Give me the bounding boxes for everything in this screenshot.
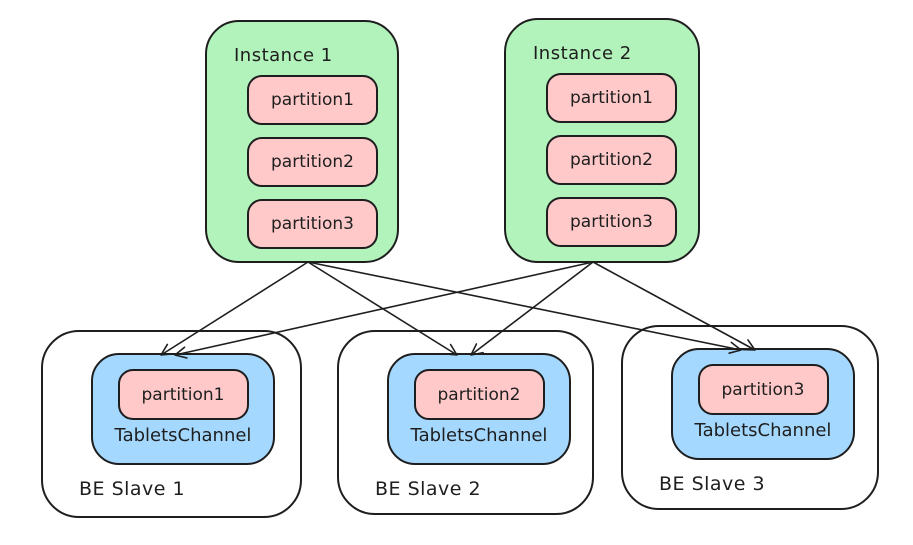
- instance-1: Instance 1 partition1 partition2 partiti…: [205, 20, 399, 263]
- instance-1-partition-3: partition3: [247, 199, 378, 249]
- be-slave-2-partition: partition2: [413, 369, 545, 420]
- partition-label: partition2: [437, 384, 521, 405]
- be-slave-label: BE Slave 2: [375, 478, 482, 500]
- tablets-channel: partition2 TabletsChannel: [387, 353, 571, 465]
- partition-label: partition1: [570, 88, 653, 108]
- partition-label: partition1: [271, 90, 354, 110]
- partition-label: partition3: [271, 214, 354, 234]
- tablets-channel-label: TabletsChannel: [410, 425, 548, 446]
- instance-2-partition-1: partition1: [546, 73, 677, 123]
- partition-label: partition3: [721, 379, 805, 400]
- tablets-channel: partition3 TabletsChannel: [671, 348, 855, 460]
- instance-2-partition-2: partition2: [546, 135, 677, 185]
- tablets-channel-label: TabletsChannel: [114, 425, 252, 446]
- be-slave-label: BE Slave 3: [659, 473, 766, 495]
- partition-label: partition2: [271, 152, 354, 172]
- be-slave-label: BE Slave 1: [79, 478, 186, 500]
- instance-2: Instance 2 partition1 partition2 partiti…: [504, 18, 700, 263]
- partition-label: partition1: [141, 384, 225, 405]
- instance-1-partition-1: partition1: [247, 75, 378, 125]
- be-slave-1: partition1 TabletsChannel BE Slave 1: [41, 330, 302, 518]
- instance-label: Instance 2: [533, 43, 632, 64]
- partition-label: partition2: [570, 150, 653, 170]
- tablets-channel: partition1 TabletsChannel: [91, 353, 275, 465]
- instance-1-partition-2: partition2: [247, 137, 378, 187]
- partition-label: partition3: [570, 212, 653, 232]
- be-slave-3-partition: partition3: [697, 364, 829, 415]
- instance-label: Instance 1: [234, 45, 333, 66]
- tablets-channel-label: TabletsChannel: [694, 420, 832, 441]
- instance-2-partition-3: partition3: [546, 197, 677, 247]
- be-slave-1-partition: partition1: [117, 369, 249, 420]
- be-slave-2: partition2 TabletsChannel BE Slave 2: [337, 330, 594, 515]
- be-slave-3: partition3 TabletsChannel BE Slave 3: [621, 325, 879, 510]
